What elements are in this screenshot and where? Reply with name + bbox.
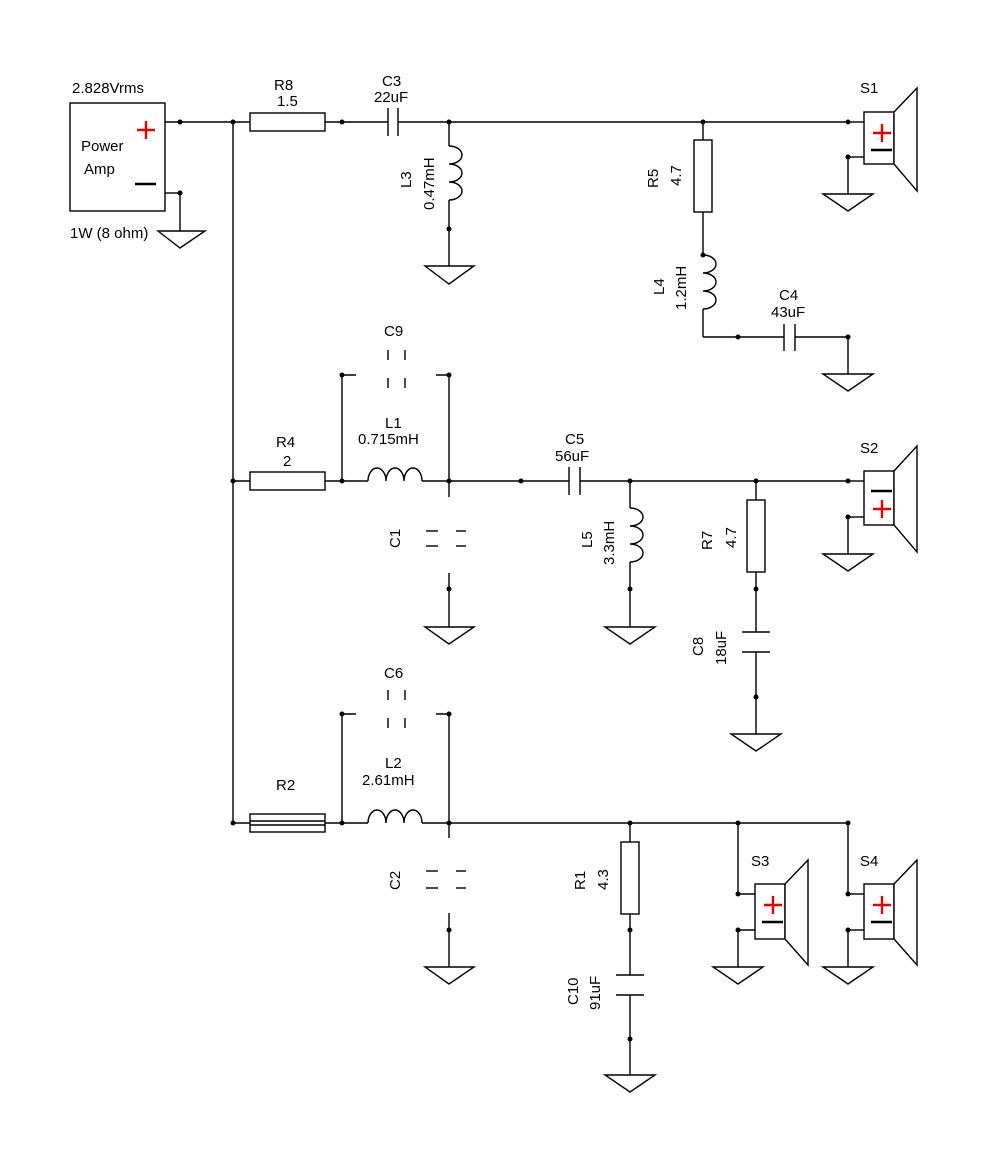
resistor-R8: R8 1.5 (249, 77, 326, 132)
speaker-S4: S4 (847, 823, 918, 967)
power-amp-label-line2: Amp (84, 161, 115, 178)
ground-c2-icon (422, 966, 477, 985)
capacitor-C5: C5 56uF (555, 431, 589, 495)
s3-ref: S3 (751, 853, 769, 870)
ground-c8-icon (728, 733, 784, 752)
capacitor-C8: C8 18uF (690, 631, 770, 665)
c1-ref: C1 (387, 529, 404, 548)
s4-ref: S4 (860, 853, 878, 870)
plus-icon (137, 121, 155, 139)
ground-c10-icon (602, 1074, 658, 1093)
c4-value: 43uF (771, 304, 805, 321)
r8-value: 1.5 (277, 93, 298, 110)
speaker-S1: S1 (848, 80, 918, 193)
r5-value: 4.7 (668, 165, 685, 186)
l4-ref: L4 (651, 278, 668, 295)
capacitor-C2: C2 (387, 823, 466, 967)
inductor-L5: L5 3.3mH (579, 481, 644, 627)
l3-ref: L3 (398, 171, 415, 188)
inductor-L4: L4 1.2mH (651, 254, 717, 310)
ground-s2-icon (820, 553, 876, 572)
power-amp-source: 2.828Vrms Power Amp 1W (8 ohm) (69, 80, 166, 242)
c5-value: 56uF (555, 448, 589, 465)
s3-plus-icon (764, 896, 782, 914)
s4-plus-icon (873, 896, 891, 914)
l2-ref: L2 (385, 755, 402, 772)
r1-ref: R1 (572, 871, 589, 890)
power-amp-rating: 1W (8 ohm) (70, 225, 148, 242)
r8-ref: R8 (274, 77, 293, 94)
ground-l3-icon (422, 265, 477, 285)
ground-l5-icon (602, 626, 658, 645)
c9-ref: C9 (384, 323, 403, 340)
r1-value: 4.3 (595, 869, 612, 890)
c4-ref: C4 (779, 287, 798, 304)
resistor-R2: R2 (249, 777, 326, 833)
c8-value: 18uF (713, 631, 730, 665)
capacitor-C1: C1 (387, 481, 466, 627)
l1-value: 0.715mH (358, 431, 419, 448)
capacitor-C3: C3 22uF (374, 73, 408, 136)
resistor-R5: R5 4.7 (645, 122, 713, 213)
speaker-S3: S3 (737, 823, 809, 967)
s2-ref: S2 (860, 440, 878, 457)
inductor-L3: L3 0.47mH (398, 122, 463, 266)
c10-ref: C10 (565, 977, 582, 1005)
capacitor-C6: C6 (339, 665, 452, 823)
capacitor-C9: C9 (339, 323, 452, 481)
l1-ref: L1 (385, 415, 402, 432)
resistor-R4: R4 2 (249, 434, 326, 491)
c3-value: 22uF (374, 89, 408, 106)
inductor-L2: L2 2.61mH (362, 755, 423, 824)
ground-amp-icon (155, 230, 208, 249)
capacitor-C10: C10 91uF (565, 974, 644, 1010)
c8-ref: C8 (690, 637, 707, 656)
l5-value: 3.3mH (601, 521, 618, 565)
power-amp-box (69, 102, 166, 212)
s2-plus-icon (873, 500, 891, 518)
s1-plus-icon (873, 124, 891, 142)
r4-value: 2 (283, 453, 291, 470)
c2-ref: C2 (387, 871, 404, 890)
ground-c1-icon (422, 626, 477, 645)
inductor-L1: L1 0.715mH (358, 415, 423, 482)
ground-s1-icon (820, 193, 876, 212)
l2-value: 2.61mH (362, 772, 415, 789)
s1-ref: S1 (860, 80, 878, 97)
resistor-R1: R1 4.3 (572, 823, 640, 915)
resistor-R7: R7 4.7 (699, 481, 766, 573)
c10-value: 91uF (587, 976, 604, 1010)
ground-c4-icon (820, 373, 876, 392)
source-voltage: 2.828Vrms (72, 80, 144, 97)
r5-ref: R5 (645, 169, 662, 188)
c5-ref: C5 (565, 431, 584, 448)
speaker-S2: S2 (848, 440, 918, 554)
capacitor-C4: C4 43uF (771, 287, 805, 351)
power-amp-label-line1: Power (81, 138, 124, 155)
c3-ref: C3 (382, 73, 401, 90)
r2-ref: R2 (276, 777, 295, 794)
l4-value: 1.2mH (673, 266, 690, 310)
ground-s3-icon (710, 966, 766, 985)
c6-ref: C6 (384, 665, 403, 682)
l3-value: 0.47mH (421, 157, 438, 210)
r7-value: 4.7 (723, 527, 740, 548)
ground-s4-icon (820, 966, 876, 985)
r7-ref: R7 (699, 531, 716, 550)
r4-ref: R4 (276, 434, 295, 451)
l5-ref: L5 (579, 531, 596, 548)
